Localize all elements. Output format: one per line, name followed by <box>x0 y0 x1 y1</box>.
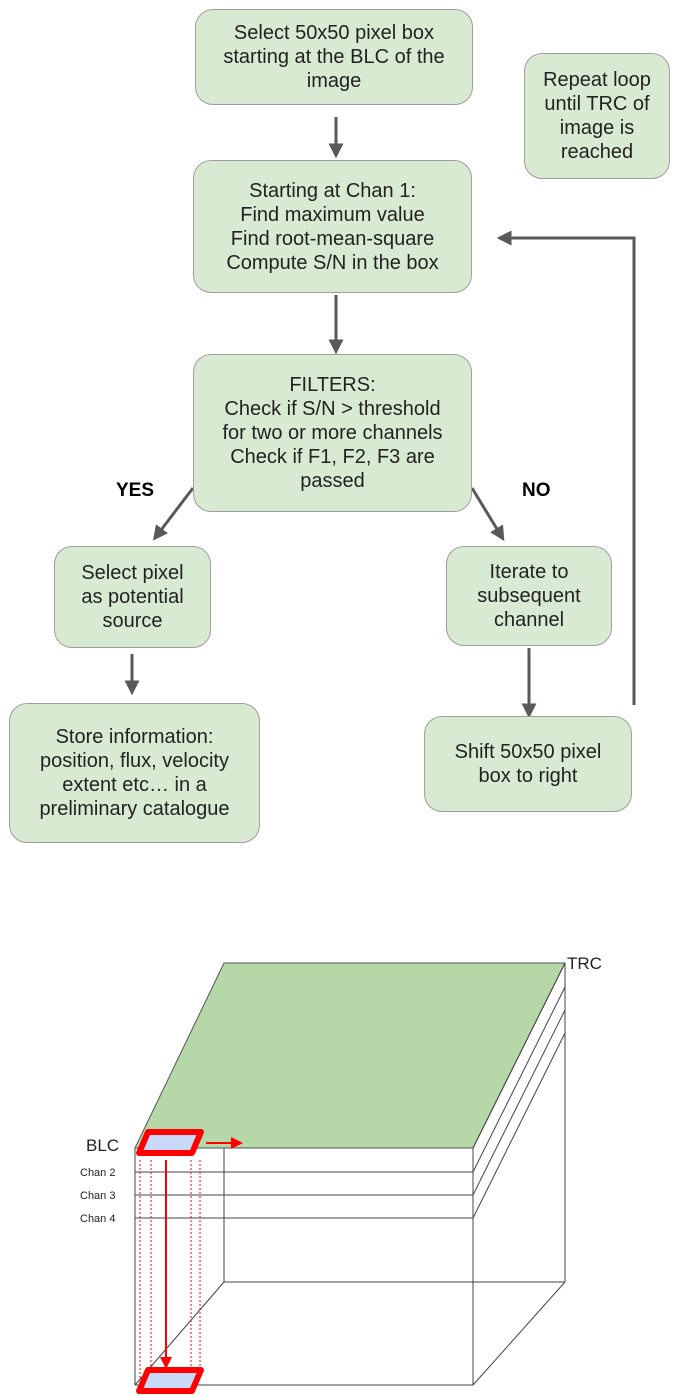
chan-2-label: Chan 2 <box>80 1167 115 1179</box>
chan1-step: Starting at Chan 1: Find maximum value F… <box>193 160 472 293</box>
yes-label: YES <box>116 480 155 501</box>
arrow-loop-back <box>496 230 636 705</box>
arrow-no <box>470 487 505 542</box>
no-label: NO <box>522 480 551 501</box>
chan-3-label: Chan 3 <box>80 1190 115 1202</box>
cube-right-top-edge <box>472 962 566 1149</box>
shift-box-step: Shift 50x50 pixel box to right <box>424 716 632 812</box>
chan-4-right-edge <box>472 1032 566 1219</box>
store-info-step: Store information: position, flux, veloc… <box>9 703 260 843</box>
select-box-step: Select 50x50 pixel box starting at the B… <box>195 9 473 105</box>
select-pixel-step: Select pixel as potential source <box>54 546 211 648</box>
iterate-step: Iterate to subsequent channel <box>446 546 612 646</box>
chan-4-label: Chan 4 <box>80 1213 115 1225</box>
cube-top-face <box>134 962 566 1149</box>
blc-label: BLC <box>86 1136 119 1155</box>
cube-bottom-right-edge <box>472 1281 566 1386</box>
arrow-yes <box>152 487 195 541</box>
trc-label: TRC <box>567 954 602 973</box>
chan-2-right-edge <box>472 986 566 1173</box>
chan-3-right-edge <box>472 1009 566 1196</box>
repeat-loop-note: Repeat loop until TRC of image is reache… <box>524 53 670 179</box>
filters-step: FILTERS: Check if S/N > threshold for tw… <box>193 354 472 512</box>
pixel-box-blc-top <box>136 1129 204 1156</box>
pixel-box-bottom <box>136 1367 204 1394</box>
